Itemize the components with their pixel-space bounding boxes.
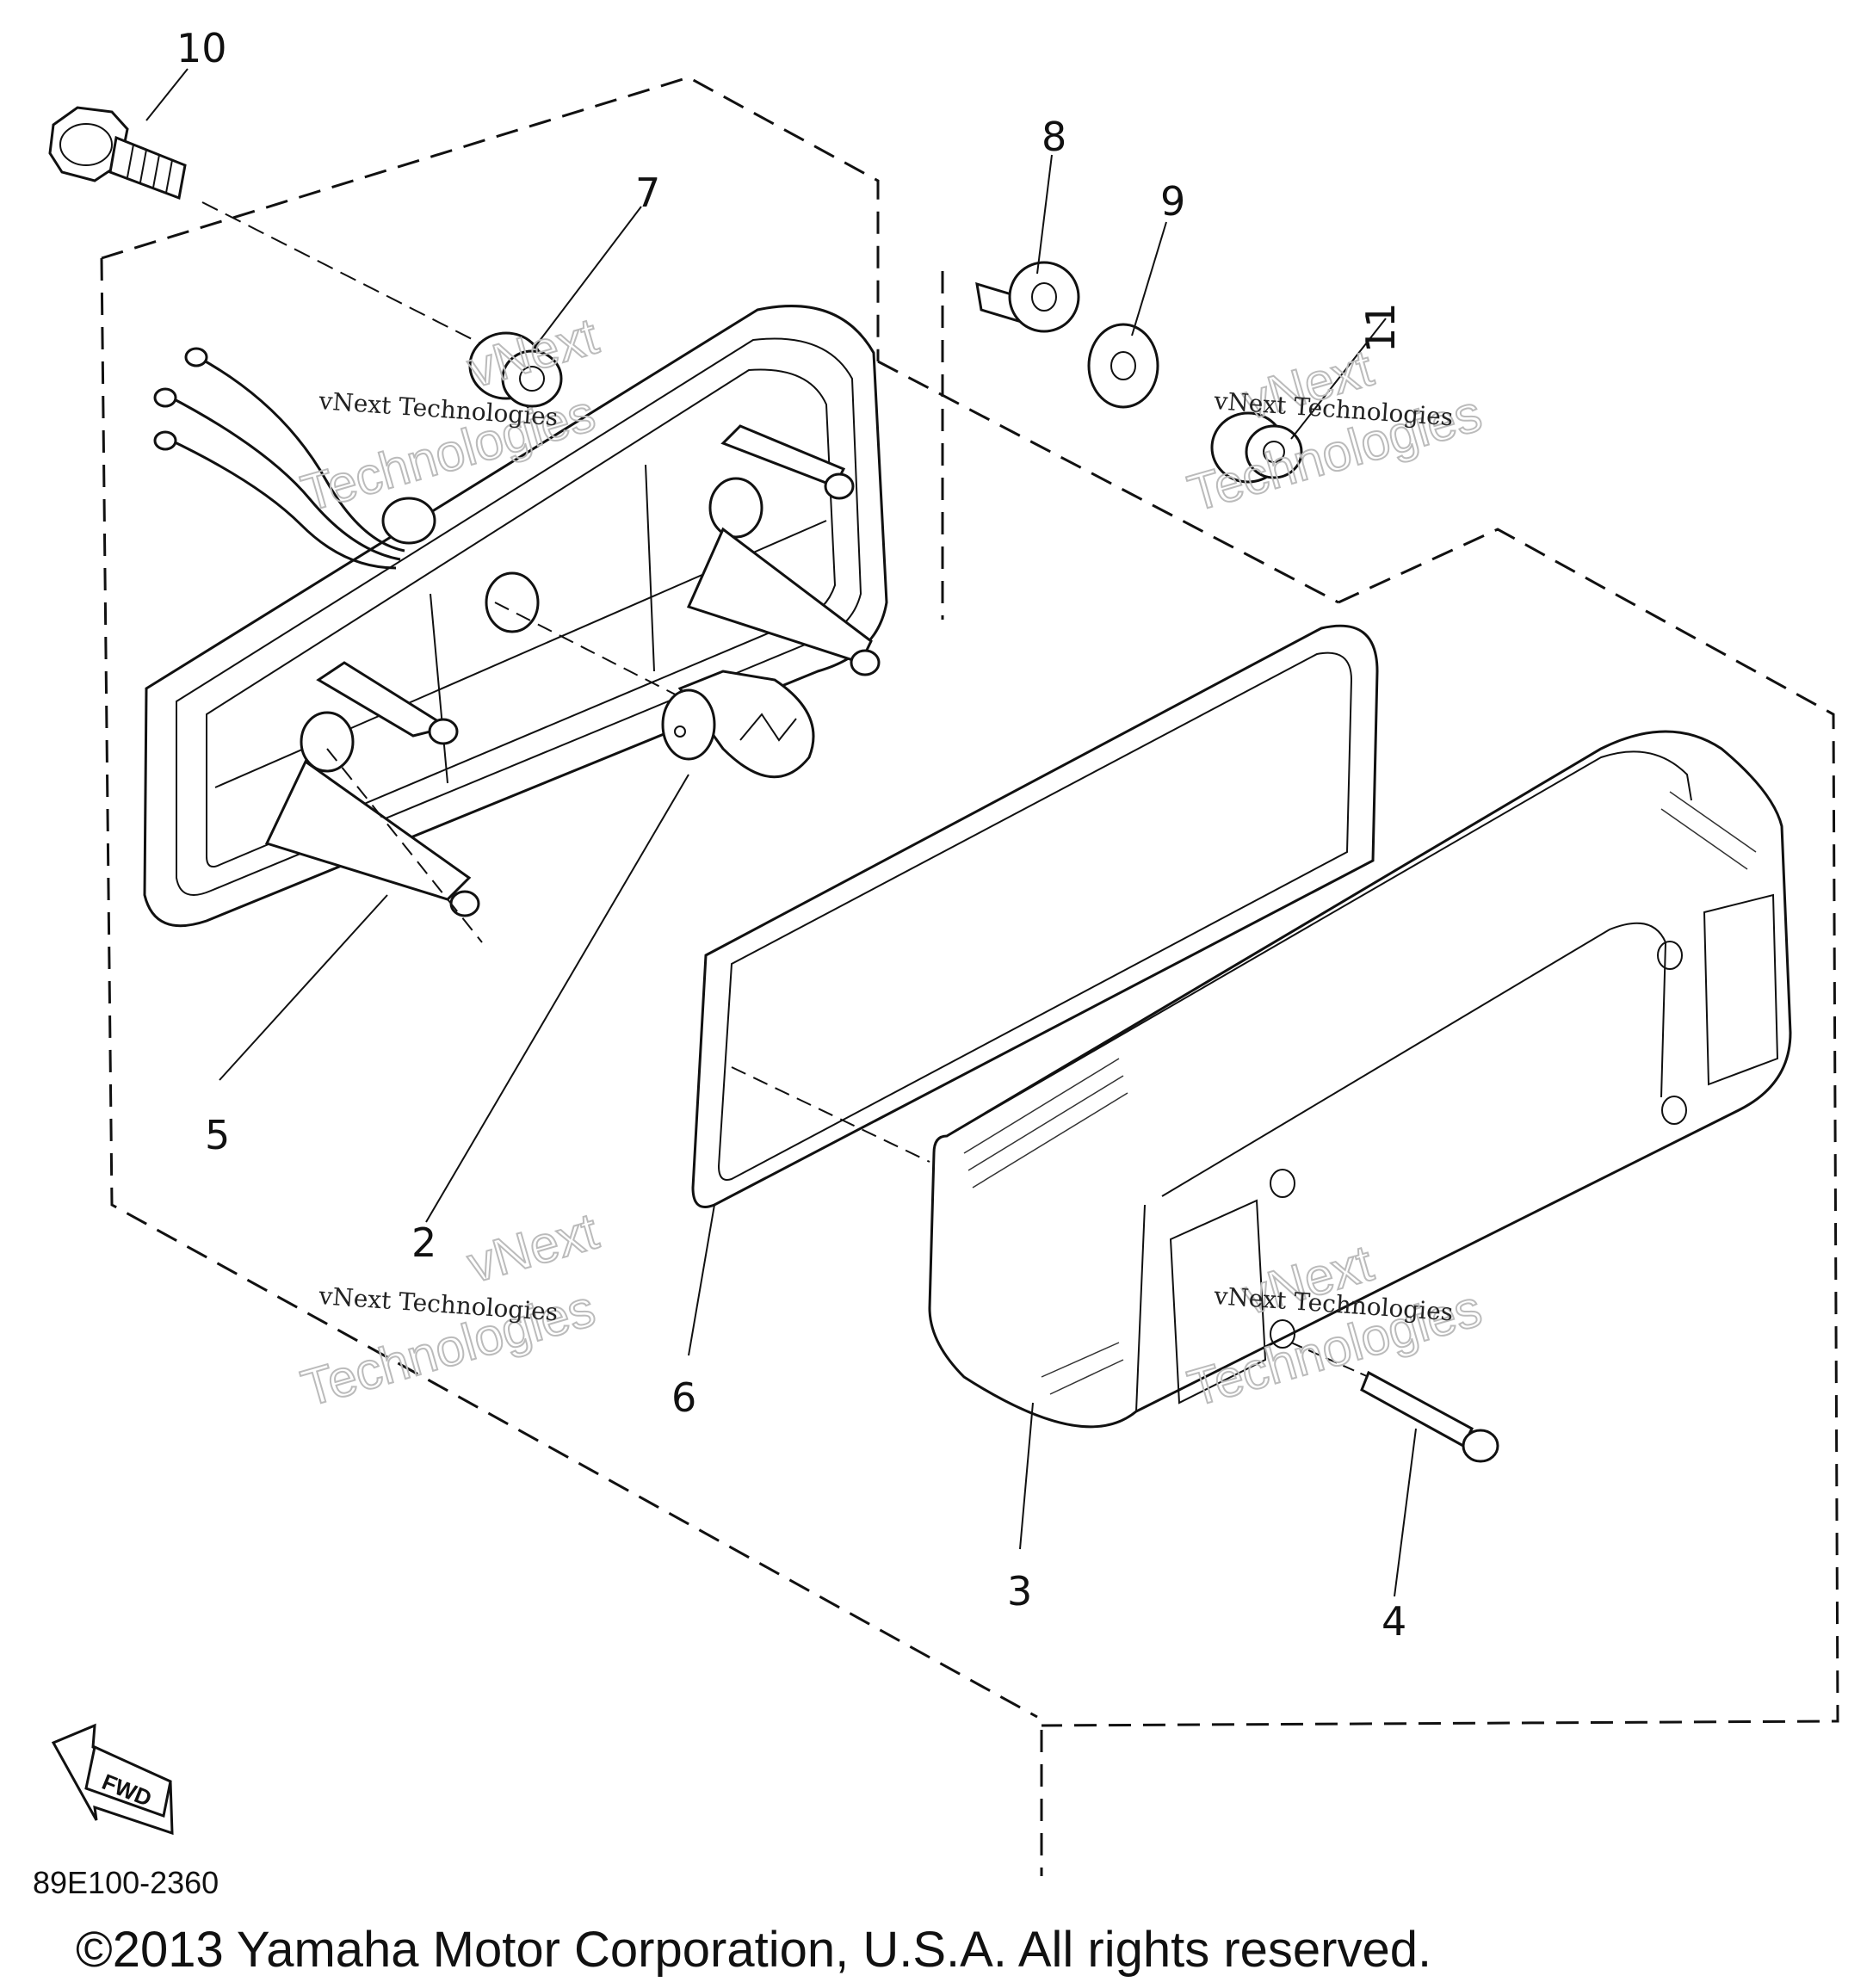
- drawing-code: 89E100-2360: [33, 1865, 219, 1900]
- callout-2: 2: [411, 1219, 436, 1266]
- part-4-screw: [1290, 1342, 1499, 1463]
- callout-4: 4: [1382, 1598, 1406, 1645]
- callout-6: 6: [671, 1374, 696, 1421]
- part-5-lamp-base: [143, 305, 888, 943]
- callout-10: 10: [176, 25, 227, 71]
- part-3-lens: [928, 730, 1792, 1429]
- part-11-nut: [1210, 411, 1303, 484]
- assembly-outline-upper: [100, 76, 1339, 1719]
- part-9-washer: [1087, 323, 1159, 409]
- leader-lines: [145, 68, 1417, 1597]
- copyright-notice: ©2013 Yamaha Motor Corporation, U.S.A. A…: [76, 1922, 1431, 1978]
- callout-11: 11: [1357, 302, 1404, 353]
- callout-5: 5: [205, 1112, 230, 1158]
- callout-8: 8: [1042, 114, 1066, 160]
- callout-labels: 10 7 8 9 11 5 2 6 3 4: [176, 25, 1406, 1645]
- part-6-gasket: [691, 624, 1379, 1208]
- forward-arrow-icon: FWD: [51, 1723, 174, 1836]
- assembly-outline-lower: [1040, 528, 1839, 1876]
- part-7-grommet: [468, 331, 563, 408]
- callout-7: 7: [635, 170, 660, 216]
- watermark-text-bottom-left: vNext Technologies: [318, 1281, 559, 1326]
- part-10-bolt: [48, 106, 483, 345]
- callout-3: 3: [1007, 1568, 1032, 1614]
- part-2-bulb: [494, 602, 815, 779]
- part-8-collar: [975, 261, 1080, 333]
- callout-9: 9: [1160, 178, 1185, 225]
